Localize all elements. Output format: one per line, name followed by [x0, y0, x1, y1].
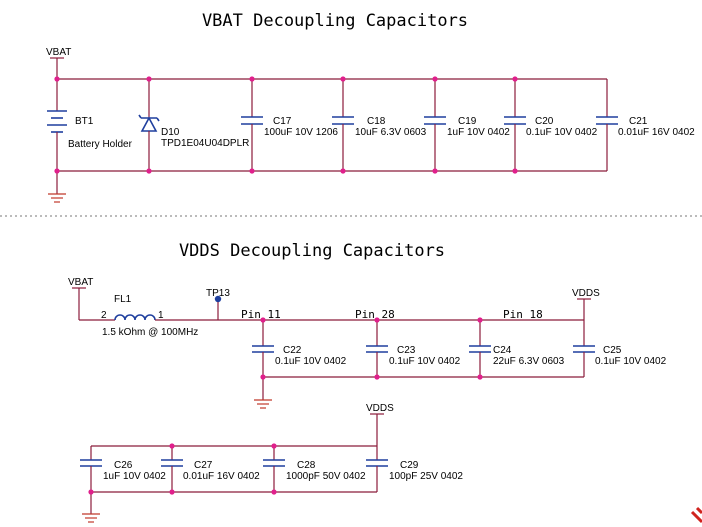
ferrite-fl1-pin-1: 1 [158, 310, 164, 321]
pin-11-label: Pin 11 [241, 308, 281, 321]
capacitor-c23-value: 0.1uF 10V 0402 [389, 356, 461, 367]
capacitor-c17-symbol [241, 79, 263, 171]
bulk-ground-symbol [82, 513, 100, 523]
capacitor-c22-ref: C22 [283, 345, 302, 356]
capacitor-c20-value: 0.1uF 10V 0402 [526, 127, 598, 138]
vbat-net-port [50, 57, 64, 79]
capacitor-c18-value: 10uF 6.3V 0603 [355, 127, 427, 138]
capacitor-c20-ref: C20 [535, 116, 554, 127]
vbat-section-title: VBAT Decoupling Capacitors [202, 11, 468, 31]
capacitor-c29-value: 100pF 25V 0402 [389, 471, 463, 482]
vdds-ground-symbol [254, 399, 272, 409]
capacitor-c25-value: 0.1uF 10V 0402 [595, 356, 667, 367]
capacitor-c25-ref: C25 [603, 345, 622, 356]
ferrite-fl1-ref: FL1 [114, 294, 132, 305]
capacitor-c17-ref: C17 [273, 116, 292, 127]
ferrite-fl1-symbol [114, 314, 218, 321]
capacitor-c19-symbol [424, 79, 446, 171]
diode-d10-ref: D10 [161, 127, 180, 138]
battery-bt1-value: Battery Holder [68, 139, 133, 150]
testpoint-tp13-symbol [214, 295, 222, 320]
capacitor-c26-symbol [80, 446, 102, 514]
pin-28-label: Pin 28 [355, 308, 395, 321]
capacitor-c23-ref: C23 [397, 345, 416, 356]
vdds-input-net-port [72, 287, 115, 321]
bulk-net-label: VDDS [366, 403, 394, 414]
capacitor-c29-ref: C29 [400, 460, 419, 471]
diode-d10-symbol [138, 79, 160, 171]
capacitor-c21-symbol [596, 79, 618, 171]
capacitor-c17-value: 100uF 10V 1206 [264, 127, 338, 138]
capacitor-c21-value: 0.01uF 16V 0402 [618, 127, 695, 138]
capacitor-c23-symbol [366, 320, 388, 377]
diode-d10-value: TPD1E04U04DPLR [161, 138, 249, 149]
vdds-input-net-label: VBAT [68, 277, 93, 288]
ferrite-fl1-value: 1.5 kOhm @ 100MHz [102, 327, 198, 338]
capacitor-c27-symbol [161, 446, 183, 492]
vbat-ground-symbol [48, 171, 66, 203]
capacitor-c26-value: 1uF 10V 0402 [103, 471, 166, 482]
capacitor-c22-value: 0.1uF 10V 0402 [275, 356, 347, 367]
capacitor-c21-ref: C21 [629, 116, 648, 127]
battery-bt1-symbol [47, 79, 67, 171]
capacitor-c22-symbol [252, 320, 274, 400]
vbat-net-label: VBAT [46, 47, 71, 58]
capacitor-c28-ref: C28 [297, 460, 316, 471]
capacitor-c24-symbol [469, 320, 491, 377]
bulk-net-port [370, 413, 384, 446]
capacitor-c20-symbol [504, 79, 526, 171]
capacitor-c28-symbol [263, 446, 285, 492]
capacitor-c27-ref: C27 [194, 460, 213, 471]
battery-bt1-ref: BT1 [75, 116, 94, 127]
capacitor-c18-symbol [332, 79, 354, 171]
vdds-section-title: VDDS Decoupling Capacitors [179, 241, 445, 261]
pin-18-label: Pin 18 [503, 308, 543, 321]
vdds-junction-dots [260, 317, 483, 380]
capacitor-c18-ref: C18 [367, 116, 386, 127]
testpoint-tp13-label: TP13 [206, 288, 230, 299]
vbat-junction-dots [54, 76, 518, 174]
capacitor-c24-value: 22uF 6.3V 0603 [493, 356, 565, 367]
vdds-output-net-label: VDDS [572, 288, 600, 299]
capacitor-c28-value: 1000pF 50V 0402 [286, 471, 366, 482]
bulk-junction-dots [88, 443, 277, 495]
capacitor-c26-ref: C26 [114, 460, 133, 471]
ferrite-fl1-pin-2: 2 [101, 310, 107, 321]
capacitor-c25-symbol [573, 320, 595, 377]
capacitor-c19-ref: C19 [458, 116, 477, 127]
capacitor-c24-ref: C24 [493, 345, 512, 356]
capacitor-c27-value: 0.01uF 16V 0402 [183, 471, 260, 482]
capacitor-c19-value: 1uF 10V 0402 [447, 127, 510, 138]
capacitor-c29-symbol [366, 446, 388, 492]
vdds-output-net-port [577, 298, 591, 320]
corner-marker-icon [690, 506, 702, 524]
